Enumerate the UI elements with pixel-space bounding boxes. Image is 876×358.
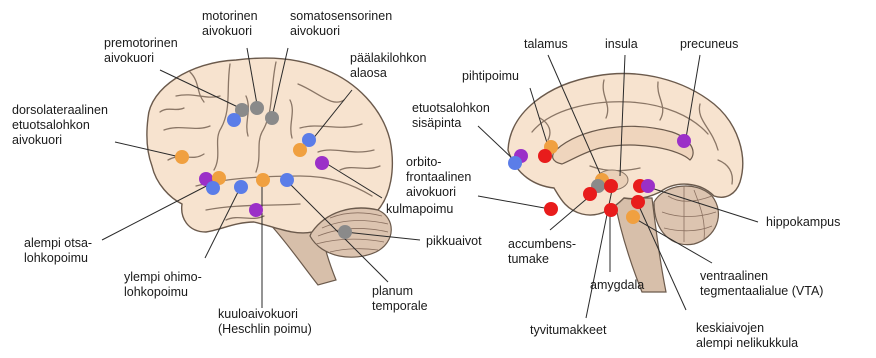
label-pikkuaivot: pikkuaivot	[426, 234, 482, 248]
dot-cingulate-red	[538, 149, 552, 163]
label-hippokampus: hippokampus	[766, 215, 840, 229]
dot-motor-2	[250, 101, 264, 115]
label-accumbens: accumbens-tumake	[508, 237, 576, 266]
dot-heschl	[256, 173, 270, 187]
dot-angular	[315, 156, 329, 170]
dot-stg-blue	[234, 180, 248, 194]
dot-temporal-purple	[249, 203, 263, 217]
dot-precuneus	[677, 134, 691, 148]
lateral-cerebrum	[147, 58, 393, 233]
dot-vta	[626, 210, 640, 224]
dot-medial-pfc-blue	[508, 156, 522, 170]
label-kuuloaivokuori: kuuloaivokuori(Heschlin poimu)	[218, 307, 312, 336]
label-talamus: talamus	[524, 37, 568, 51]
dot-somato	[265, 111, 279, 125]
label-amygdala: amygdala	[590, 278, 644, 292]
label-pihtipoimu: pihtipoimu	[462, 69, 519, 83]
label-alempi-otsa: alempi otsa-lohkopoimu	[24, 236, 92, 265]
dot-amygdala	[604, 203, 618, 217]
dot-ifg-blue	[206, 181, 220, 195]
dot-accumbens	[583, 187, 597, 201]
dot-parietal-orange	[293, 143, 307, 157]
dot-basal-red	[604, 179, 618, 193]
lateral-brain	[147, 58, 393, 285]
medial-cerebellum	[654, 186, 718, 245]
label-kulmapoimu: kulmapoimu	[386, 202, 453, 216]
dot-planum	[280, 173, 294, 187]
label-tyvitumakkeet: tyvitumakkeet	[530, 323, 607, 337]
dot-colliculus-red	[631, 195, 645, 209]
dot-premotor	[227, 113, 241, 127]
label-ylempi-ohimo: ylempi ohimo-lohkopoimu	[124, 270, 202, 299]
label-precuneus: precuneus	[680, 37, 738, 51]
dot-orbitofrontal	[544, 202, 558, 216]
dot-cerebellum	[338, 225, 352, 239]
label-insula: insula	[605, 37, 638, 51]
dot-dorsolateral	[175, 150, 189, 164]
dot-hippo-purple	[641, 179, 655, 193]
